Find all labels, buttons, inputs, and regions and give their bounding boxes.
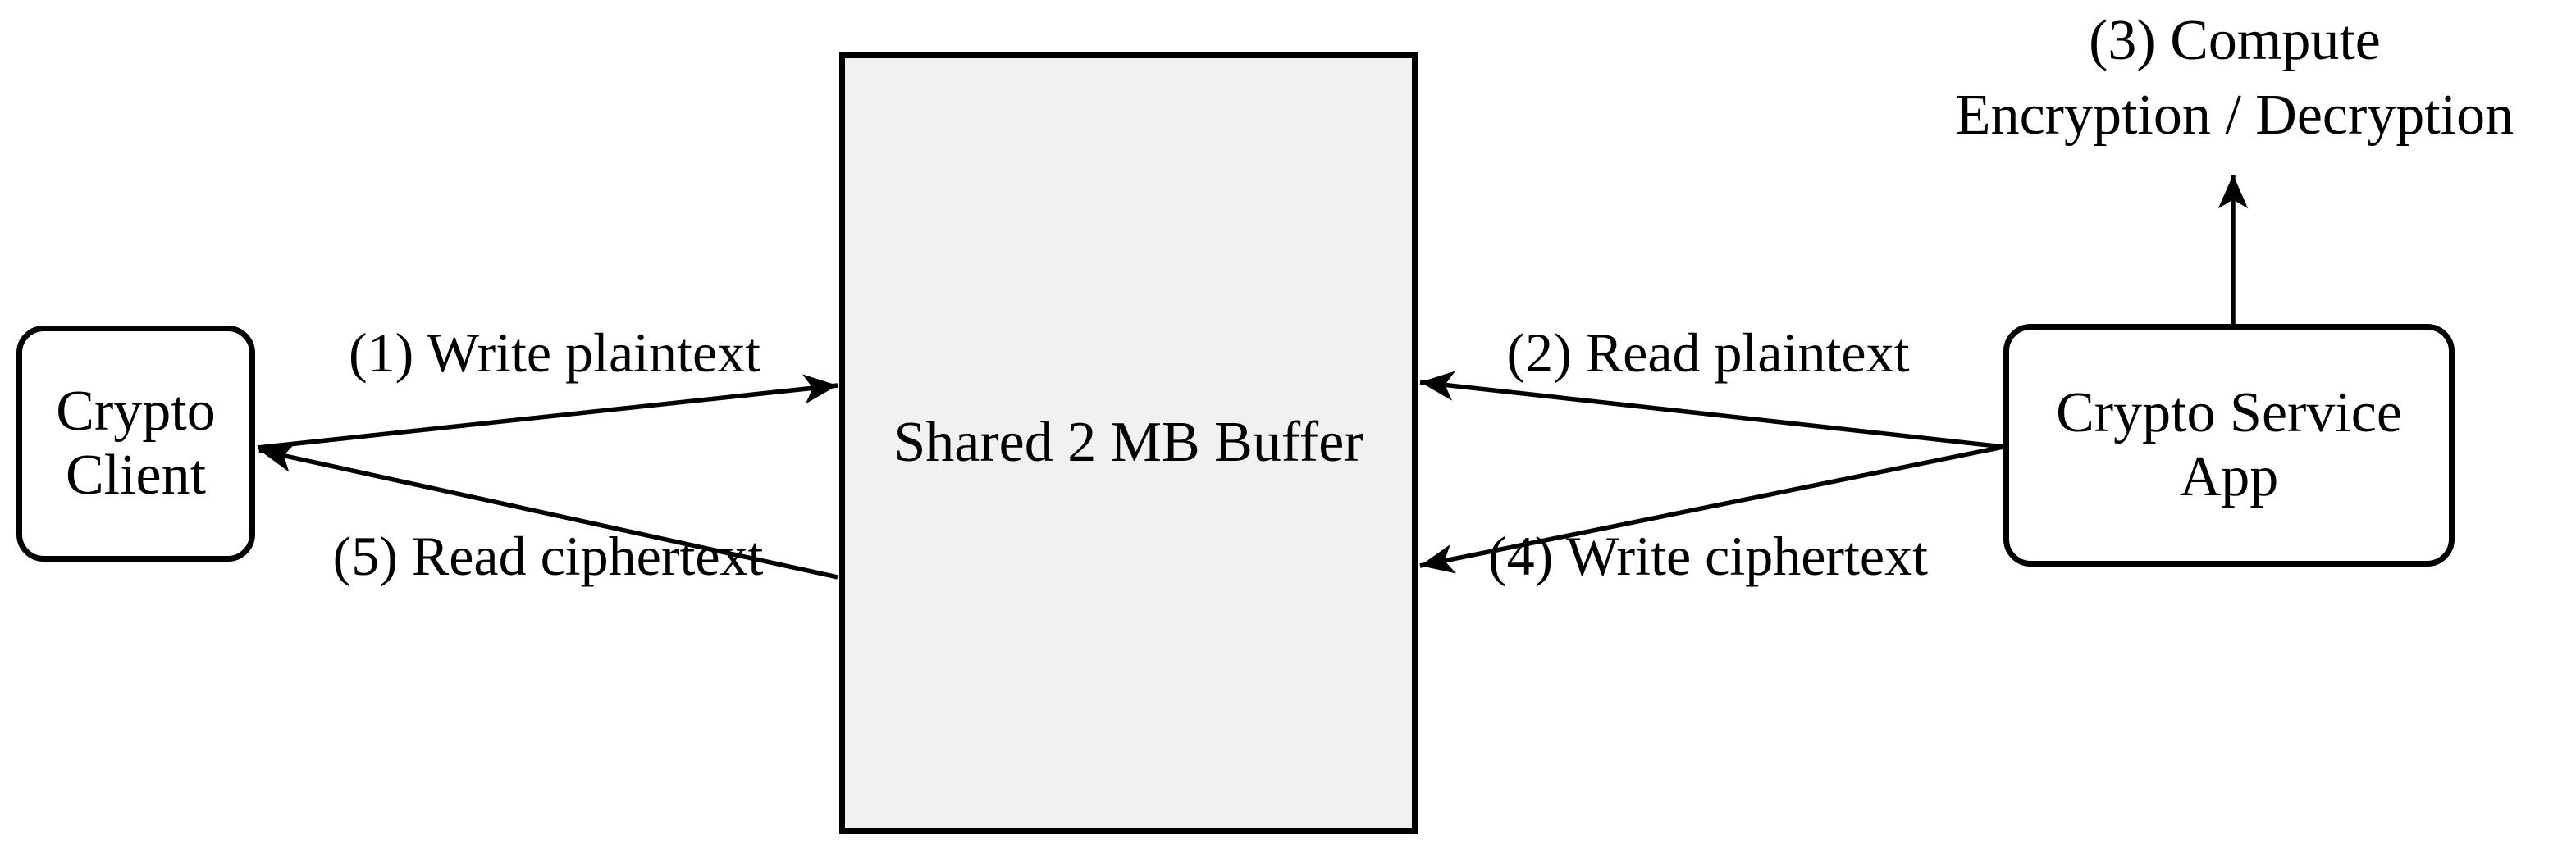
arrow-read-ciphertext: [258, 443, 838, 580]
arrow-write-plaintext: [257, 374, 838, 450]
read-plaintext-label: (2) Read plaintext: [1506, 321, 1910, 384]
crypto-client-label: Crypto Client: [56, 379, 216, 507]
write-ciphertext-label: (4) Write ciphertext: [1488, 525, 1928, 587]
write-plaintext-label: (1) Write plaintext: [348, 321, 761, 384]
shared-buffer-label: Shared 2 MB Buffer: [893, 411, 1363, 475]
crypto-service-app-box: [2003, 324, 2455, 567]
read-ciphertext-label: (5) Read ciphertext: [332, 525, 764, 587]
arrow-write-ciphertext: [1419, 444, 2004, 574]
crypto-client-box: [16, 326, 255, 562]
compute-label: (3) Compute Encryption / Decryption: [1955, 9, 2514, 147]
shared-buffer-box: [839, 52, 1418, 834]
crypto-service-app-label: Crypto Service App: [2056, 380, 2402, 508]
arrow-read-plaintext: [1419, 371, 2004, 449]
